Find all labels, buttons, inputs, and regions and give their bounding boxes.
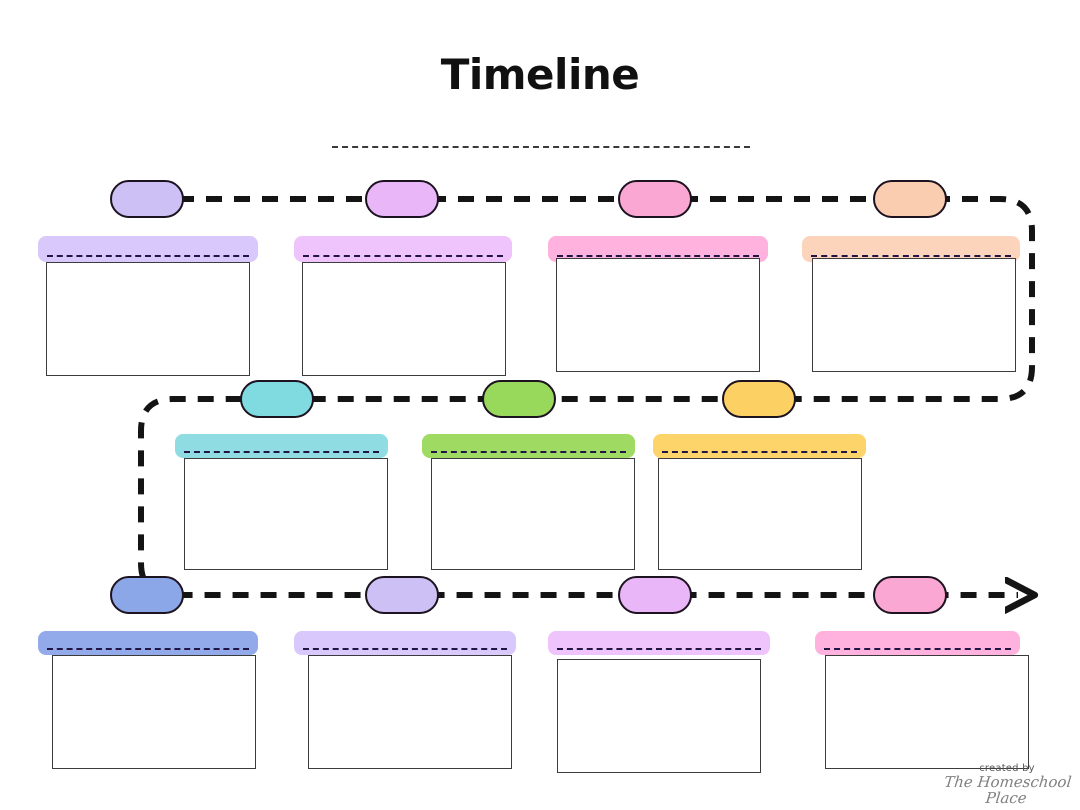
milestone-pill-1[interactable] xyxy=(110,180,184,218)
card-title-bar[interactable] xyxy=(294,631,516,655)
milestone-pill-10[interactable] xyxy=(618,576,692,614)
card-title-bar[interactable] xyxy=(815,631,1020,655)
card-title-bar[interactable] xyxy=(38,631,258,655)
card-note-area[interactable] xyxy=(431,458,635,570)
card-title-writing-line xyxy=(662,451,857,453)
card-title-bar[interactable] xyxy=(175,434,388,458)
subtitle-writing-line[interactable] xyxy=(332,146,750,148)
card-title-bar[interactable] xyxy=(802,236,1020,262)
card-title-writing-line xyxy=(184,451,379,453)
card-title-bar[interactable] xyxy=(548,631,770,655)
card-note-area[interactable] xyxy=(812,258,1016,372)
card-note-area[interactable] xyxy=(46,262,250,376)
card-note-area[interactable] xyxy=(52,655,256,769)
card-title-bar[interactable] xyxy=(548,236,768,262)
milestone-pill-6[interactable] xyxy=(482,380,556,418)
card-title-writing-line xyxy=(47,648,249,650)
milestone-pill-2[interactable] xyxy=(365,180,439,218)
card-note-area[interactable] xyxy=(302,262,506,376)
card-title-bar[interactable] xyxy=(422,434,635,458)
page-title: Timeline xyxy=(440,50,640,99)
card-note-area[interactable] xyxy=(556,258,760,372)
watermark-created-by: created by xyxy=(979,763,1035,774)
card-title-writing-line xyxy=(431,451,626,453)
card-title-writing-line xyxy=(47,255,249,257)
card-note-area[interactable] xyxy=(658,458,862,570)
watermark: created by The Homeschool Place xyxy=(942,763,1073,807)
milestone-pill-4[interactable] xyxy=(873,180,947,218)
milestone-pill-8[interactable] xyxy=(110,576,184,614)
card-note-area[interactable] xyxy=(825,655,1029,769)
card-title-writing-line xyxy=(824,648,1011,650)
card-note-area[interactable] xyxy=(184,458,388,570)
card-title-bar[interactable] xyxy=(38,236,258,262)
card-title-writing-line xyxy=(811,255,1011,257)
card-title-writing-line xyxy=(557,648,761,650)
card-title-writing-line xyxy=(303,648,507,650)
card-note-area[interactable] xyxy=(308,655,512,769)
card-title-writing-line xyxy=(557,255,759,257)
milestone-pill-3[interactable] xyxy=(618,180,692,218)
milestone-pill-5[interactable] xyxy=(240,380,314,418)
milestone-pill-11[interactable] xyxy=(873,576,947,614)
milestone-pill-9[interactable] xyxy=(365,576,439,614)
watermark-brand: The Homeschool Place xyxy=(943,773,1073,807)
card-title-bar[interactable] xyxy=(294,236,512,262)
card-title-bar[interactable] xyxy=(653,434,866,458)
milestone-pill-7[interactable] xyxy=(722,380,796,418)
card-note-area[interactable] xyxy=(557,659,761,773)
card-title-writing-line xyxy=(303,255,503,257)
